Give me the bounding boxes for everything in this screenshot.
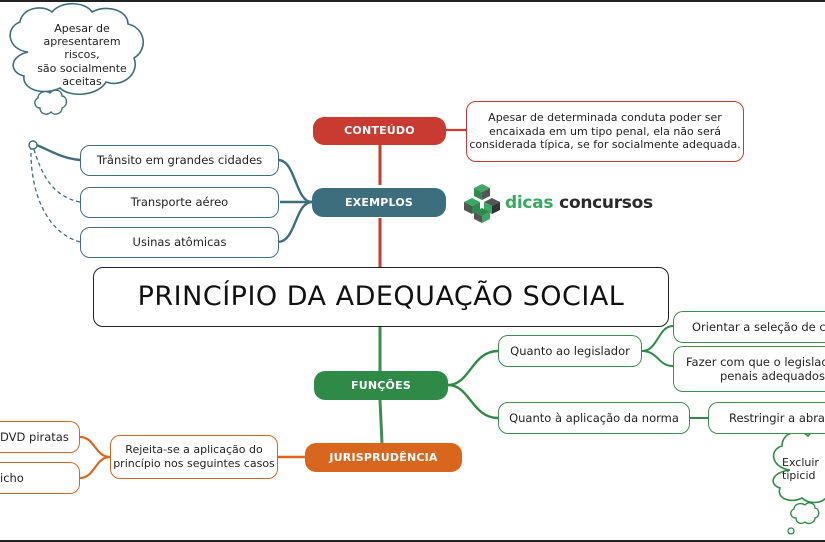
- legislador-item-text: penais adequados so: [720, 369, 825, 383]
- page-title: PRINCÍPIO DA ADEQUAÇÃO SOCIAL: [137, 281, 625, 313]
- exemplo-text: Usinas atômicas: [132, 235, 227, 250]
- description-line: encaixada em um tipo penal, ela não será: [488, 124, 722, 138]
- jurisprudencia-item: icho: [0, 462, 80, 494]
- cloud-line: apresentarem riscos,: [43, 35, 121, 62]
- cloud-shape-right: [772, 430, 825, 504]
- cloud-line: Apesar de: [54, 22, 110, 35]
- logo-word-dicas: dicas: [505, 193, 554, 213]
- funcoes-connector: [447, 349, 499, 387]
- legislador-item: Orientar a seleção de cond: [673, 311, 825, 343]
- funcoes-label: FUNÇÕES: [351, 378, 411, 392]
- cloud-dashed-connector: [32, 145, 81, 203]
- case-line: princípio nos seguintes casos: [113, 457, 275, 470]
- legislador-item: Fazer com que o legislador penais adequa…: [673, 346, 825, 392]
- legislador-node: Quanto ao legislador: [498, 335, 642, 367]
- exemplo-text: Transporte aéreo: [130, 195, 229, 210]
- funcoes-node[interactable]: FUNÇÕES: [314, 371, 448, 400]
- jurisprudencia-label: JURISPRUDÊNCIA: [329, 450, 438, 464]
- legislador-item-text: Fazer com que o legislador: [686, 354, 825, 369]
- jurisprudencia-item: DVD piratas: [0, 421, 80, 453]
- case-line: Rejeita-se a aplicação do: [125, 443, 263, 457]
- legislador-item-text: Orientar a seleção de cond: [692, 319, 825, 334]
- main-title-node[interactable]: PRINCÍPIO DA ADEQUAÇÃO SOCIAL: [93, 267, 669, 327]
- cloud-connector: [33, 142, 81, 162]
- exemplos-connector: [277, 200, 313, 244]
- cloud-puff-right: [790, 502, 820, 525]
- conteudo-description: Apesar de determinada conduta poder ser …: [466, 101, 744, 162]
- logo-word-concursos: concursos: [559, 193, 653, 213]
- aplicacao-node: Quanto à aplicação da norma: [498, 402, 690, 434]
- jurisprudencia-connector: [79, 435, 111, 459]
- legislador-connector: [641, 325, 674, 352]
- legislador-text: Quanto ao legislador: [510, 343, 630, 358]
- exemplo-item: Transporte aéreo: [80, 187, 279, 218]
- cloud-line: são socialmente: [37, 61, 127, 75]
- description-line: considerada típica, se for socialmente a…: [469, 138, 741, 152]
- exemplo-text: Trânsito em grandes cidades: [96, 153, 263, 168]
- aplicacao-item-text: Restringir a abran: [729, 410, 825, 425]
- funcoes-connector: [447, 383, 499, 420]
- jurisprudencia-item-text: DVD piratas: [0, 429, 69, 444]
- exemplos-label: EXEMPLOS: [344, 195, 413, 209]
- exemplo-item: Trânsito em grandes cidades: [80, 145, 279, 176]
- aplicacao-item: Restringir a abran: [708, 402, 825, 434]
- dicas-concursos-logo: dicas concursos: [463, 182, 653, 224]
- conteudo-label: CONTEÚDO: [344, 124, 415, 138]
- cloud-dashed-connector: [30, 147, 81, 243]
- cloud-line: aceitas: [62, 74, 102, 88]
- cloud-line: Excluir: [782, 456, 819, 469]
- funcoes-cloud-text: Excluir tipicid: [782, 456, 825, 482]
- jurisprudencia-connector: [79, 455, 111, 480]
- jurisprudencia-item-text: icho: [0, 470, 24, 485]
- trunk-connector-lower: [378, 326, 384, 444]
- cube-logo-icon: [464, 184, 500, 223]
- description-line: Apesar de determinada conduta poder ser: [488, 110, 722, 124]
- exemplo-item: Usinas atômicas: [80, 227, 279, 258]
- legislador-connector: [641, 350, 674, 367]
- jurisprudencia-node[interactable]: JURISPRUDÊNCIA: [305, 443, 462, 472]
- exemplos-cloud-text: Apesar de apresentarem riscos, são socia…: [32, 22, 132, 88]
- cloud-shape-left: [9, 2, 144, 95]
- exemplos-connector: [277, 158, 313, 204]
- cloud-line: tipicid: [782, 469, 816, 483]
- cloud-dot-right: [787, 527, 795, 535]
- exemplos-node[interactable]: EXEMPLOS: [312, 188, 446, 217]
- jurisprudencia-cases-node: Rejeita-se a aplicação do princípio nos …: [110, 435, 278, 479]
- cloud-puff-left: [34, 89, 68, 115]
- cloud-dot-left: [28, 140, 38, 150]
- aplicacao-text: Quanto à aplicação da norma: [509, 410, 679, 425]
- conteudo-node[interactable]: CONTEÚDO: [313, 117, 446, 145]
